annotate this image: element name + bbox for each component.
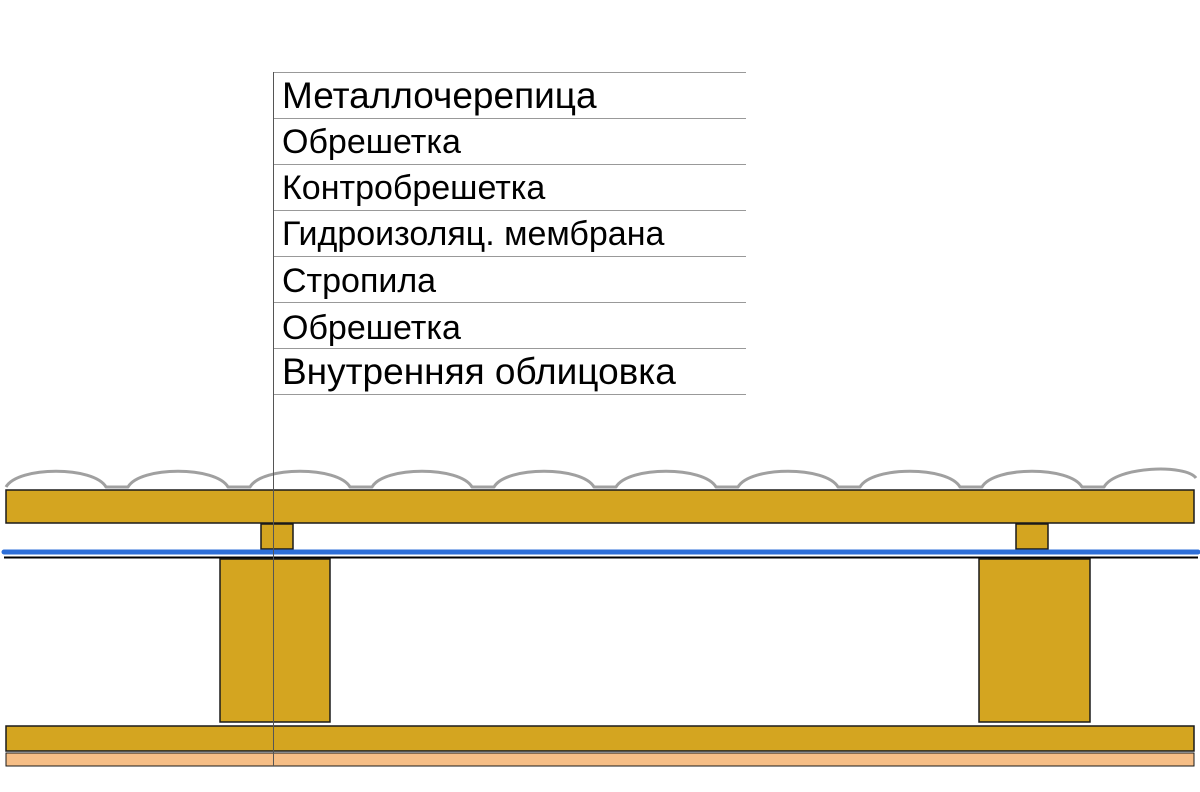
battens-board [5,489,1195,524]
label-inner-battens: Обрешетка [282,309,461,347]
label-rafters: Стропила [282,262,436,300]
legend-table [273,72,746,395]
label-counter-battens: Контробрешетка [282,169,545,207]
counter-batten-right [1015,523,1049,550]
rafter-left [219,558,331,723]
label-membrane: Гидроизоляц. мембрана [282,215,664,253]
inner-lining-board [5,752,1195,767]
metal-tile-profile [4,467,1198,489]
label-battens: Обрешетка [282,123,461,161]
label-inner-lining: Внутренняя облицовка [282,351,676,392]
inner-battens-board [5,725,1195,752]
legend-labels: Металлочерепица Обрешетка Контробрешетка… [282,75,676,392]
label-metal-tile: Металлочерепица [282,75,597,116]
counter-batten-left [260,523,294,550]
rafter-right [978,558,1091,723]
